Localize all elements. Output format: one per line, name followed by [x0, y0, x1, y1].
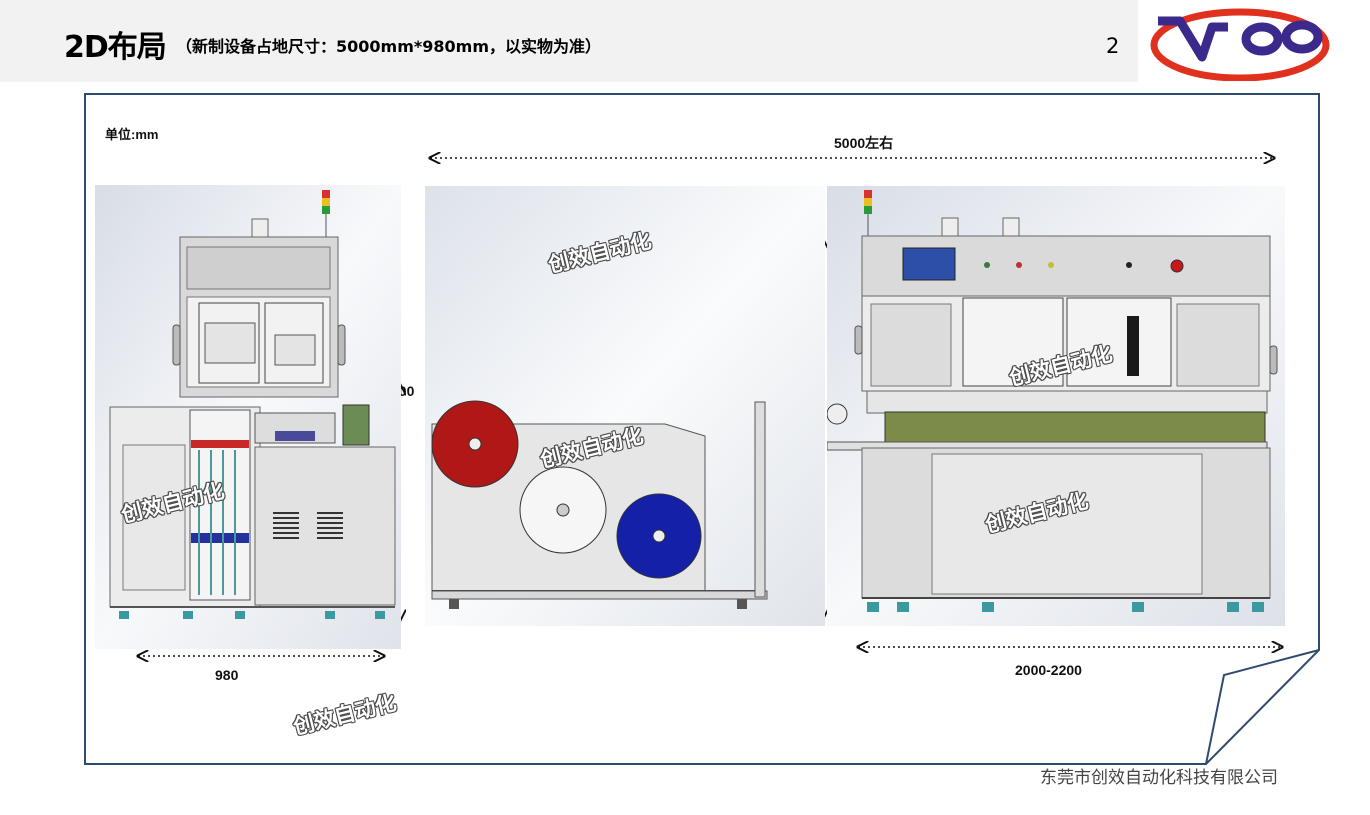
total-length-label: 5000左右	[834, 135, 894, 151]
side-depth-label: 980	[215, 667, 239, 683]
unit-label: 单位:mm	[105, 127, 159, 142]
front-width-label: 2000-2200	[1015, 662, 1082, 678]
slide-title: 2D布局	[64, 30, 167, 65]
header-band	[0, 0, 1138, 82]
side-view-drawing	[95, 185, 401, 649]
slide-subtitle: （新制设备占地尺寸：5000mm*980mm，以实物为准）	[176, 37, 601, 56]
company-name: 东莞市创效自动化科技有限公司	[1040, 768, 1278, 788]
reel-unit-drawing	[425, 186, 825, 626]
front-view-drawing	[827, 186, 1285, 626]
company-logo	[1150, 8, 1330, 81]
page-number: 2	[1106, 34, 1120, 58]
